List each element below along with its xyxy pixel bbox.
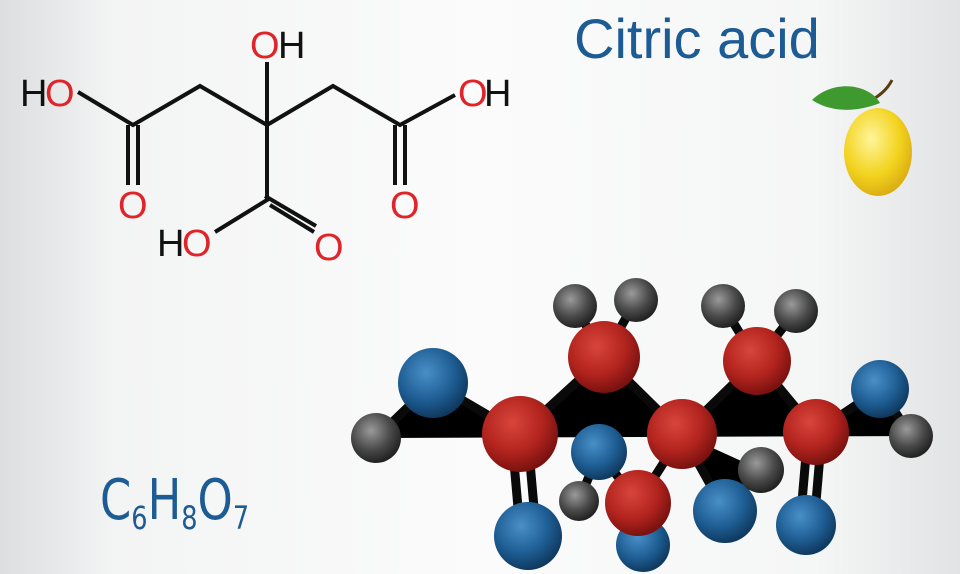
oxygen-atom — [571, 424, 627, 480]
atoms — [351, 278, 933, 572]
label-o-right: O — [390, 185, 420, 227]
title: Citric acid — [574, 7, 820, 70]
formula-h-count: 8 — [181, 499, 198, 537]
label-ho-left-o: O — [45, 73, 75, 115]
carbon-atom — [605, 470, 671, 536]
label-oh-right-h: H — [484, 73, 511, 115]
hydrogen-atom — [614, 278, 658, 322]
formula-o-count: 7 — [232, 499, 250, 537]
formula-o: O — [197, 468, 233, 533]
carbon-atom — [482, 396, 558, 472]
carbon-atom — [647, 399, 717, 469]
label-ho-left-h: H — [20, 73, 47, 115]
oxygen-atom — [693, 479, 757, 543]
formula-c: C — [100, 468, 132, 533]
formula-h: H — [147, 468, 182, 533]
hydrogen-atom — [738, 447, 784, 493]
carbon-atom — [568, 321, 640, 393]
label-o-bottom: O — [314, 227, 344, 269]
label-oh-top-h: H — [278, 25, 305, 67]
hydrogen-atom — [701, 284, 745, 328]
carbon-atom — [783, 399, 849, 465]
oxygen-atom — [398, 348, 468, 418]
lemon-icon — [812, 79, 912, 196]
label-oh-top-o: O — [250, 25, 280, 67]
oxygen-atom — [494, 502, 562, 570]
carbon-atom — [723, 327, 791, 395]
atom-labels: O H H O O H O O H O O — [20, 25, 511, 269]
oxygen-atom — [776, 495, 836, 555]
hydrogen-atom — [559, 481, 599, 521]
label-o-left: O — [118, 185, 148, 227]
hydrogen-atom — [351, 413, 401, 463]
label-ho-bottom-o: O — [182, 223, 212, 265]
hydrogen-atom — [889, 414, 933, 458]
molecular-formula: C6H8O7 — [100, 468, 249, 534]
label-oh-right-o: O — [458, 73, 488, 115]
oxygen-atom — [851, 360, 909, 418]
label-ho-bottom-h: H — [157, 223, 184, 265]
hydrogen-atom — [553, 284, 597, 328]
hydrogen-atom — [774, 289, 818, 333]
formula-c-count: 6 — [131, 499, 148, 537]
skeletal-bonds — [76, 62, 456, 234]
